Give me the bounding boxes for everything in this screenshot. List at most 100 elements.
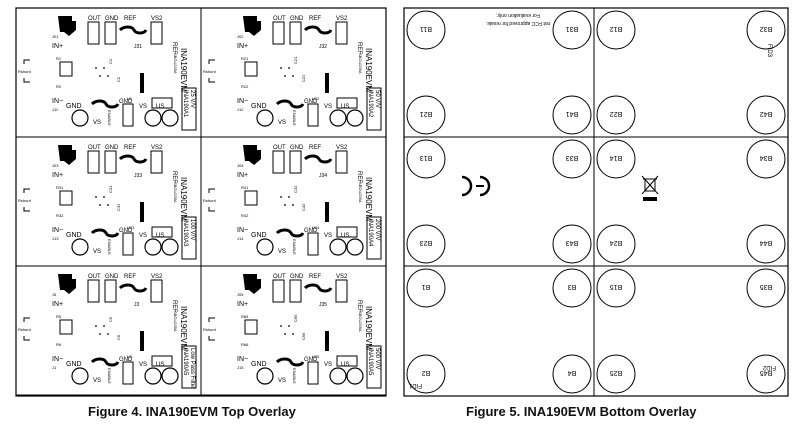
ic-body [140,331,144,351]
hole-label: B13 [420,154,433,161]
test-point [144,109,162,127]
in-plus-label: IN+ [237,301,248,308]
in-minus-label: IN− [237,98,248,105]
ic-ref: U1 [127,96,133,101]
variant-box [366,216,382,260]
hole-label: B2 [422,369,431,376]
mounting-hole [552,268,592,308]
shunt-footprint [208,188,215,212]
hole-label: B32 [760,25,773,32]
shunt-label: Rshunt [18,327,32,332]
us-label: US [341,233,349,239]
capacitor-ref: C31 [108,185,113,193]
in-minus-label: IN− [52,356,63,363]
ic-ref: U2 [127,354,133,359]
in-minus-ref: J15 [237,365,244,370]
vs2-label: VS2 [336,16,348,22]
vs-label: VS [93,249,101,255]
test-point [71,367,89,385]
vs-label: VS [139,104,147,110]
vs-label: VS [278,249,286,255]
in-minus-ref: J12 [237,107,244,112]
resistor-ref: R1 [56,56,62,61]
vs2-pad [335,279,348,303]
out-pad [272,21,285,45]
ti-logo-text: ti [245,282,249,289]
resistor-ref: R65 [241,314,249,319]
out-label: OUT [88,16,101,22]
jumper-ref: J34 [319,173,327,179]
capacitor-ref: C5 [108,316,113,322]
test-point [71,109,89,127]
variant-line: INA190A3 [182,219,188,247]
via-dot [288,196,290,198]
figure-caption: Figure 5. INA190EVM Bottom Overlay [466,404,697,419]
via-dot [103,325,105,327]
vs2-label: VS2 [336,274,348,280]
board-name: INA190EVM [364,48,373,92]
enable-label: ENABLE [292,110,297,126]
ti-logo [243,274,261,294]
test-point [144,367,162,385]
via-dot [95,67,97,69]
shunt-footprint [23,59,30,83]
in-plus-label: IN+ [237,43,248,50]
out-pad [87,279,100,303]
weee-bin-icon [641,175,659,201]
vs-label: VS [93,378,101,384]
mounting-hole [746,354,786,394]
out-pad [272,279,285,303]
variant-box [181,216,197,260]
vs-label: VS [324,233,332,239]
in-minus-label: IN− [237,227,248,234]
mounting-hole [746,268,786,308]
mounting-hole [406,95,446,135]
hole-label: B21 [420,110,433,117]
jumper-ref: J3 [134,302,140,308]
ti-logo [58,16,76,36]
variant-line: INA190A2 [367,90,373,118]
hole-label: B14 [610,154,623,161]
variant-line: INA190A5 [182,348,188,376]
variant-line: INA190A4 [367,219,373,247]
assembly-number: SBOU235A [173,53,178,74]
mounting-hole [406,224,446,264]
mounting-hole [746,95,786,135]
hole-label: B35 [760,283,773,290]
ref-label: REF [309,274,321,280]
enable-label: ENABLE [292,368,297,384]
test-pad [336,355,358,367]
jumper-ref: J32 [319,44,327,50]
in-plus-label: IN+ [52,301,63,308]
enable-jumper [90,357,120,367]
in-plus-ref: J01 [52,34,59,39]
ti-logo [58,145,76,165]
out-label: OUT [273,274,286,280]
jumper-wire [118,154,148,164]
resistor-ref: R41 [241,185,249,190]
us-label: US [341,104,349,110]
jumper-wire [303,154,333,164]
ce-mark [461,175,491,197]
capacitor-ref: C65 [293,314,298,322]
hole-label: B1 [422,283,431,290]
shunt-label: Rshunt [203,198,217,203]
vs2-label: VS2 [151,274,163,280]
in-minus-ref: J14 [237,236,244,241]
via-dot [103,196,105,198]
test-pad [151,226,173,238]
vs-label: VS [139,362,147,368]
enable-jumper [90,99,120,109]
ref-label-right: REF [171,171,177,183]
mounting-hole [596,95,636,135]
test-point [144,238,162,256]
hole-label: B33 [566,154,579,161]
in-minus-label: IN− [52,227,63,234]
ic-ref: U23 [127,225,135,230]
tile-outline [593,265,789,397]
jumper-wire [303,283,333,293]
shunt-label: Rshunt [18,198,32,203]
gnd-pad [289,279,302,303]
enable-label: ENABLE [107,368,112,384]
assembly-number: SBOU235A [358,311,363,332]
